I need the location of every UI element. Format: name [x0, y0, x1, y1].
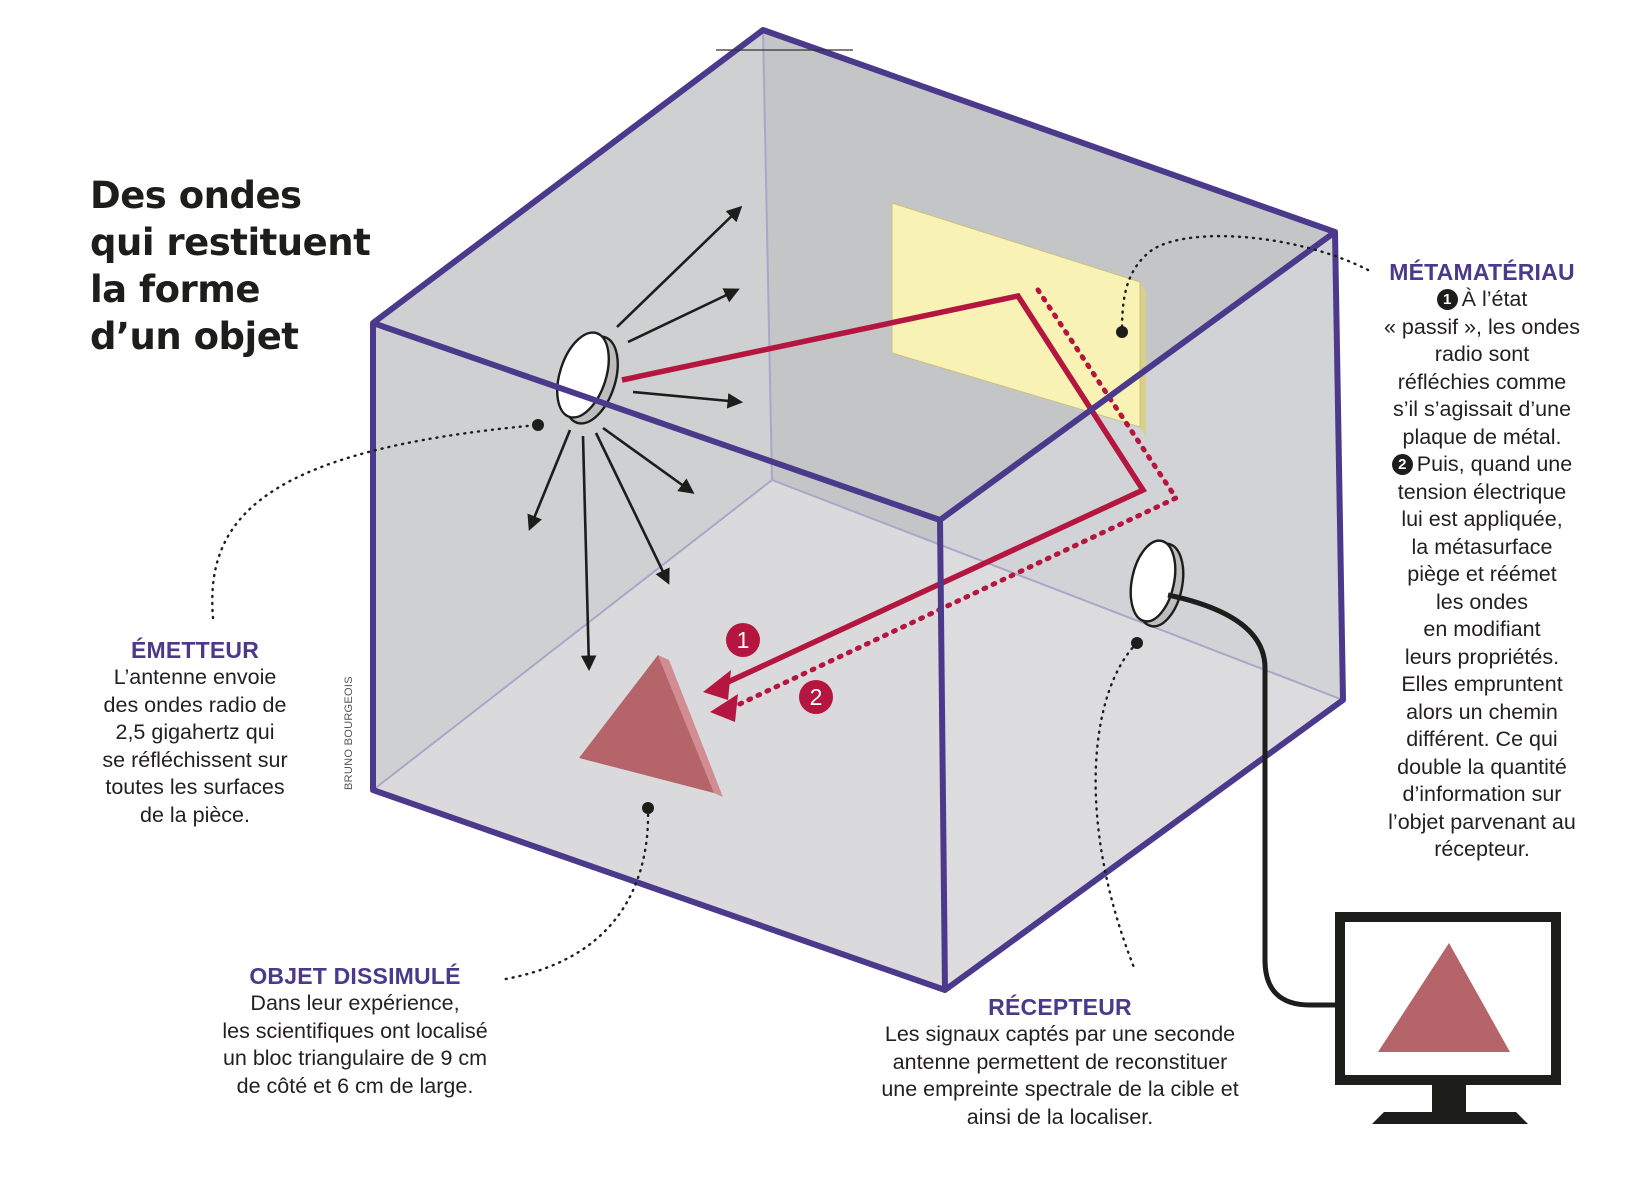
- text-line: les ondes: [1435, 589, 1529, 614]
- title-line: d’un objet: [90, 315, 299, 358]
- text-line: la métasurface: [1411, 534, 1553, 559]
- text-line: Puis, quand une: [1416, 452, 1573, 476]
- receiver-antenna: [1129, 539, 1185, 628]
- metamaterial-panel: [891, 202, 1146, 437]
- leader-dots: [532, 326, 1143, 814]
- metamateriau-heading: MÉTAMATÉRIAU: [1389, 259, 1575, 285]
- illustrator-credit: BRUNO BOURGEOIS: [343, 676, 355, 790]
- path-marker-2-label: 2: [810, 684, 823, 710]
- path-marker-1: 1: [726, 623, 760, 657]
- room-frame: [370, 27, 1346, 993]
- text-line: s’il s’agissait d’une: [1392, 397, 1572, 421]
- text-line: ainsi de la localiser.: [966, 1104, 1154, 1129]
- signal-path-1: [621, 292, 1148, 700]
- text-line: lui est appliquée,: [1401, 507, 1563, 531]
- text-line: Les signaux captés par une seconde: [884, 1022, 1236, 1046]
- text-line: un bloc triangulaire de 9 cm: [222, 1046, 488, 1070]
- text-line: récepteur.: [1434, 837, 1530, 861]
- text-line: 2,5 gigahertz qui: [115, 720, 275, 744]
- title-line: Des ondes: [90, 174, 302, 217]
- text-line: Dans leur expérience,: [250, 991, 460, 1015]
- text-line: plaque de métal.: [1402, 424, 1562, 449]
- text-line: de côté et 6 cm de large.: [236, 1073, 474, 1098]
- emetteur-text: L’antenne envoie des ondes radio de 2,5 …: [70, 664, 320, 829]
- text-line: les scientifiques ont localisé: [222, 1018, 488, 1043]
- text-line: tension électrique: [1397, 479, 1567, 504]
- objet-label: OBJET DISSIMULÉ Dans leur expérience, le…: [185, 962, 525, 1100]
- title-line: qui restituent: [90, 221, 371, 264]
- recepteur-heading: RÉCEPTEUR: [988, 994, 1132, 1020]
- emitter-waves: [527, 205, 744, 672]
- hidden-object: [579, 655, 723, 797]
- text-line: différent. Ce qui: [1406, 727, 1558, 751]
- page-title: Des ondes qui restituent la forme d’un o…: [90, 172, 371, 360]
- text-line: Elles empruntent: [1401, 672, 1563, 696]
- text-line: radio sont: [1434, 342, 1530, 366]
- text-line: À l’état: [1461, 287, 1528, 311]
- monitor: [1335, 912, 1561, 1124]
- text-line: d’information sur: [1402, 782, 1562, 806]
- text-line: leurs propriétés.: [1404, 644, 1560, 669]
- text-line: « passif », les ondes: [1383, 314, 1580, 339]
- recepteur-label: RÉCEPTEUR Les signaux captés par une sec…: [850, 993, 1270, 1131]
- step-2-icon: 2: [1391, 454, 1413, 475]
- objet-text: Dans leur expérience, les scientifiques …: [185, 990, 525, 1100]
- text-line: piège et réémet: [1407, 562, 1557, 586]
- emetteur-label: ÉMETTEUR L’antenne envoie des ondes radi…: [70, 636, 320, 829]
- text-line: double la quantité: [1397, 754, 1567, 779]
- objet-heading: OBJET DISSIMULÉ: [249, 963, 461, 989]
- text-line: alors un chemin: [1406, 699, 1558, 724]
- text-line: des ondes radio de: [103, 692, 287, 717]
- recepteur-text: Les signaux captés par une seconde anten…: [850, 1021, 1270, 1131]
- step-1-icon: 1: [1436, 289, 1458, 310]
- path-marker-1-label: 1: [737, 627, 750, 653]
- text-line: L’antenne envoie: [113, 665, 277, 689]
- text-line: en modifiant: [1423, 617, 1541, 641]
- receiver-cable: [1167, 592, 1340, 1008]
- text-line: se réfléchissent sur: [102, 747, 288, 772]
- signal-path-2: [710, 287, 1180, 722]
- leader-lines: [211, 234, 1370, 982]
- text-line: réfléchies comme: [1397, 369, 1567, 394]
- text-line: l’objet parvenant au: [1388, 809, 1576, 834]
- path-marker-2: 2: [799, 680, 833, 714]
- text-line: toutes les surfaces: [105, 775, 285, 799]
- text-line: antenne permettent de reconstituer: [892, 1049, 1228, 1074]
- text-line: de la pièce.: [140, 802, 250, 827]
- emetteur-heading: ÉMETTEUR: [130, 637, 260, 663]
- text-line: une empreinte spectrale de la cible et: [881, 1077, 1239, 1101]
- title-line: la forme: [90, 268, 260, 311]
- monitor-triangle: [1378, 943, 1510, 1052]
